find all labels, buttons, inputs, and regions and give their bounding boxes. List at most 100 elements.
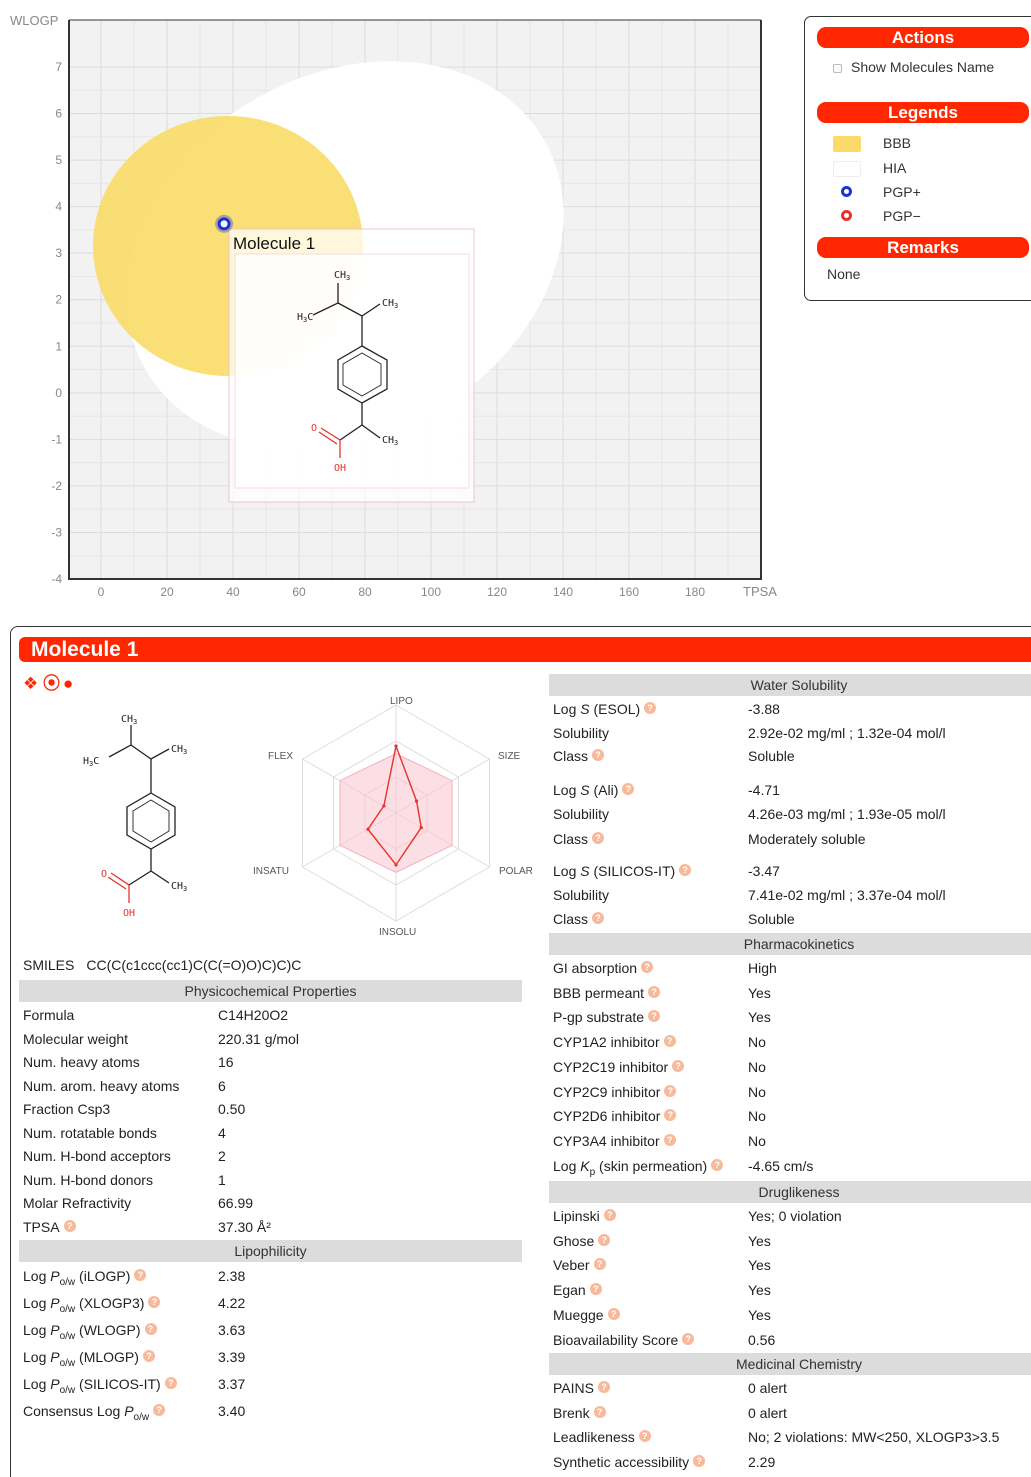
help-icon[interactable]: ? xyxy=(592,912,605,924)
tooltip-molecule-name: Molecule 1 xyxy=(233,234,315,253)
help-icon[interactable]: ? xyxy=(144,1323,157,1335)
pharmacokinetics-row: CYP2C9 inhibitor?No xyxy=(553,1081,1031,1103)
help-icon[interactable]: ? xyxy=(693,1455,706,1468)
physchem-row-label: Num. H-bond donors xyxy=(23,1171,153,1188)
help-icon[interactable]: ? xyxy=(663,1035,676,1048)
x-tick-label: 80 xyxy=(358,585,372,599)
help-icon[interactable]: ? xyxy=(598,1233,611,1246)
pharmacokinetics-row-value: No xyxy=(748,1083,766,1100)
x-tick-label: 180 xyxy=(685,585,705,599)
pharmacokinetics-row-label: BBB permeant? xyxy=(553,982,661,1004)
help-icon[interactable]: ? xyxy=(589,1283,602,1296)
lipophilicity-row-label: Log Po/w (XLOGP3)? xyxy=(23,1292,161,1321)
help-icon[interactable]: ? xyxy=(648,985,661,998)
actions-legends-panel: Actions Show Molecules Name Legends BBB … xyxy=(804,16,1031,301)
molecule-card: Molecule 1 ❖ ⦿ ● CH3 CH3 H3C CH3 O OH LI… xyxy=(10,626,1031,1477)
pill-icon[interactable]: ● xyxy=(63,674,74,693)
svg-text:CH3: CH3 xyxy=(382,435,398,447)
physchem-row-value: 4 xyxy=(218,1124,226,1141)
x-tick-label: 60 xyxy=(292,585,306,599)
solubility-row-label: Solubility xyxy=(553,806,610,822)
help-icon[interactable]: ? xyxy=(682,1332,695,1345)
solubility-class-row: Class?Moderately soluble xyxy=(553,828,1031,850)
help-icon[interactable]: ? xyxy=(641,961,654,973)
log-kp-row-value: -4.65 cm/s xyxy=(748,1158,814,1174)
help-icon[interactable]: ? xyxy=(644,702,657,714)
x-tick-label: 0 xyxy=(98,585,105,599)
physchem-row-value: 220.31 g/mol xyxy=(218,1030,299,1047)
show-molecules-name-checkbox[interactable] xyxy=(833,64,842,73)
tooltip-structure-atoms: CH3 CH3 H3C CH3 O OH xyxy=(297,270,398,474)
help-icon[interactable]: ? xyxy=(648,1010,661,1023)
y-tick-label: 6 xyxy=(55,107,62,121)
druglikeness-row: Egan?Yes xyxy=(553,1279,1031,1301)
help-icon[interactable]: ? xyxy=(603,1209,616,1221)
smiles-value[interactable]: CC(C(c1ccc(cc1)C(C(=O)O)C)C)C xyxy=(86,957,302,973)
help-icon[interactable]: ? xyxy=(638,1430,651,1443)
physchem-row-value: 2 xyxy=(218,1148,226,1164)
lipophilicity-row-value: 4.22 xyxy=(218,1295,246,1311)
help-icon[interactable]: ? xyxy=(672,1059,685,1072)
solubility-class-row-value: Moderately soluble xyxy=(748,831,866,847)
help-icon[interactable]: ? xyxy=(593,1405,606,1418)
pharmacokinetics-row-label: GI absorption? xyxy=(553,957,654,979)
bbb-legend-swatch xyxy=(833,136,861,152)
help-icon[interactable]: ? xyxy=(593,1258,606,1271)
help-icon[interactable]: ? xyxy=(148,1296,161,1308)
y-tick-label: 7 xyxy=(55,60,62,74)
log-s-row: Log S (Ali)?-4.71 xyxy=(553,779,1031,801)
druglikeness-row-label: Bioavailability Score? xyxy=(553,1329,695,1351)
pgp-plus-legend-icon xyxy=(841,186,852,197)
help-icon[interactable]: ? xyxy=(63,1219,76,1232)
physchem-row-label: Num. rotatable bonds xyxy=(23,1124,157,1141)
pharmacokinetics-row: CYP1A2 inhibitor?No xyxy=(553,1031,1031,1053)
medicinal-chemistry-row-label: PAINS? xyxy=(553,1377,610,1399)
pharmacokinetics-row-label: CYP3A4 inhibitor? xyxy=(553,1130,676,1152)
water-solubility-header: Water Solubility xyxy=(549,674,1031,696)
bioavailability-radar: LIPO SIZE POLAR INSOLU INSATU FLEX xyxy=(253,696,533,938)
physchem-row-label: Fraction Csp3 xyxy=(23,1101,111,1117)
help-icon[interactable]: ? xyxy=(592,749,605,761)
solubility-row-label: Solubility xyxy=(553,887,610,903)
help-icon[interactable]: ? xyxy=(597,1381,610,1393)
consensus-logp-row: Consensus Log Po/w?3.40 xyxy=(23,1400,523,1423)
solubility-class-row-value: Soluble xyxy=(748,748,795,764)
people-icon[interactable]: ❖ xyxy=(23,674,39,693)
target-icon[interactable]: ⦿ xyxy=(43,674,60,693)
pharmacokinetics-row: GI absorption?High xyxy=(553,957,1031,979)
help-icon[interactable]: ? xyxy=(142,1350,155,1362)
medicinal-chemistry-row-value: 0 alert xyxy=(748,1380,787,1396)
lipophilicity-row: Log Po/w (XLOGP3)?4.22 xyxy=(23,1292,523,1315)
y-tick-label: -4 xyxy=(51,572,62,586)
lipophilicity-row-label: Log Po/w (SILICOS-IT)? xyxy=(23,1373,177,1402)
solubility-class-row-label: Class? xyxy=(553,745,605,767)
help-icon[interactable]: ? xyxy=(607,1307,620,1320)
druglikeness-row: Ghose?Yes xyxy=(553,1230,1031,1252)
medicinal-chemistry-row: Synthetic accessibility?2.29 xyxy=(553,1451,1031,1473)
help-icon[interactable]: ? xyxy=(164,1377,177,1389)
help-icon[interactable]: ? xyxy=(664,1109,677,1122)
show-molecules-name-label[interactable]: Show Molecules Name xyxy=(851,59,995,75)
help-icon[interactable]: ? xyxy=(592,832,605,844)
help-icon[interactable]: ? xyxy=(134,1269,147,1281)
molecule-point[interactable] xyxy=(217,217,231,231)
help-icon[interactable]: ? xyxy=(711,1159,724,1171)
help-icon[interactable]: ? xyxy=(622,783,635,795)
y-tick-label: -2 xyxy=(51,479,62,493)
log-s-row-label: Log S (Ali)? xyxy=(553,779,635,801)
medicinal-chemistry-row: PAINS? 0 alert xyxy=(553,1377,1031,1399)
medicinal-chemistry-row-value: No; 2 violations: MW<250, XLOGP3>3.5 xyxy=(748,1429,1000,1446)
help-icon[interactable]: ? xyxy=(153,1404,166,1416)
help-icon[interactable]: ? xyxy=(664,1084,677,1097)
help-icon[interactable]: ? xyxy=(663,1133,676,1146)
help-icon[interactable]: ? xyxy=(679,864,692,876)
medicinal-chemistry-header: Medicinal Chemistry xyxy=(549,1353,1031,1375)
molecule-point-pgp-plus[interactable] xyxy=(215,214,234,233)
radar-label-flex: FLEX xyxy=(268,751,293,762)
solubility-row-label: Solubility xyxy=(553,725,610,741)
druglikeness-row-label: Lipinski? xyxy=(553,1205,616,1227)
